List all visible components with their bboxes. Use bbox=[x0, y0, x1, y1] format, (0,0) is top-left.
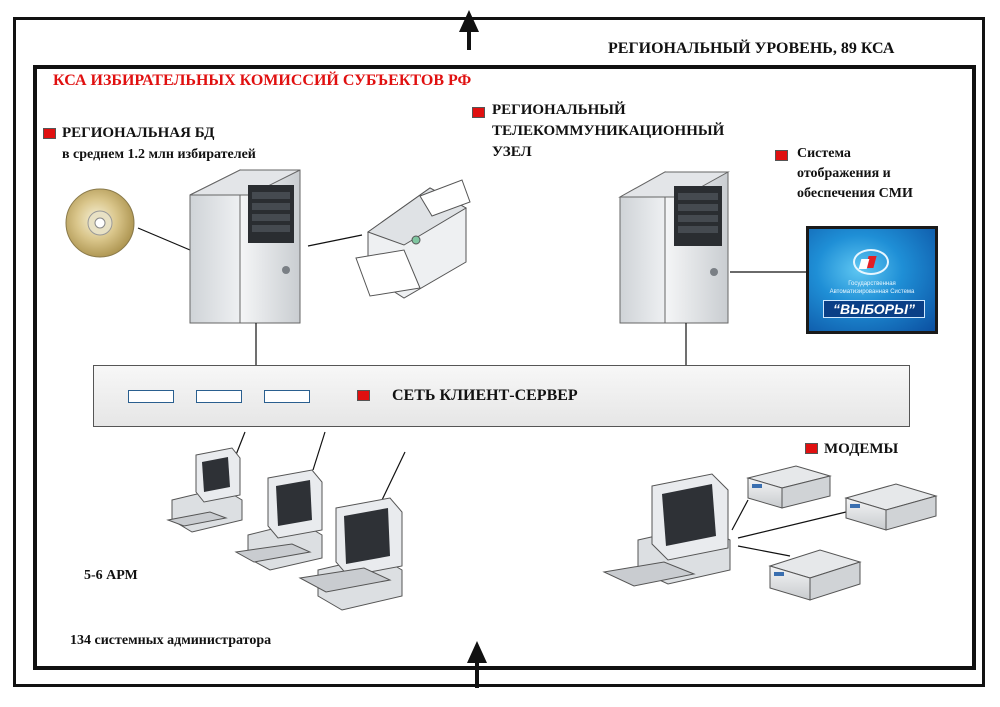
network-port-slot bbox=[196, 390, 242, 403]
workstation-link-2 bbox=[312, 431, 326, 471]
regional-db-title: РЕГИОНАЛЬНАЯ БД bbox=[62, 125, 215, 141]
up-arrow-icon-top bbox=[459, 10, 479, 50]
regional-db-subtitle: в среднем 1.2 млн избирателей bbox=[62, 147, 256, 162]
modem-icon-3 bbox=[768, 549, 862, 601]
cd-disc-icon bbox=[65, 188, 135, 258]
printer-link-line bbox=[307, 234, 363, 247]
cd-link-line bbox=[137, 227, 191, 251]
modem-icon-2 bbox=[844, 483, 938, 531]
modem-link-2 bbox=[737, 511, 847, 539]
desktop-computer-icon-1 bbox=[166, 447, 243, 533]
telecom-marker bbox=[472, 107, 485, 118]
telecom-line3: УЗЕЛ bbox=[492, 144, 532, 160]
desktop-computer-icon-2 bbox=[234, 469, 323, 571]
network-marker bbox=[357, 390, 370, 401]
network-port-slot bbox=[264, 390, 310, 403]
modems-marker bbox=[805, 443, 818, 454]
server-tower-icon-left bbox=[189, 169, 301, 324]
admins-label: 134 системных администратора bbox=[70, 633, 272, 648]
ksa-title: КСА ИЗБИРАТЕЛЬНЫХ КОМИССИЙ СУБЪЕКТОВ РФ bbox=[53, 72, 472, 89]
regional-db-marker bbox=[43, 128, 56, 139]
vybory-emblem-icon bbox=[853, 249, 889, 275]
desktop-computer-icon-modem bbox=[602, 473, 731, 587]
regional-level-label: РЕГИОНАЛЬНЫЙ УРОВЕНЬ, 89 КСА bbox=[608, 40, 895, 57]
media-line1: Система bbox=[797, 146, 851, 161]
server-tower-icon-right bbox=[618, 171, 730, 324]
up-arrow-icon-bottom bbox=[467, 641, 487, 688]
vybory-subtitle-2: Автоматизированная Система bbox=[829, 289, 915, 295]
telecom-line1: РЕГИОНАЛЬНЫЙ bbox=[492, 102, 626, 118]
modem-icon-1 bbox=[746, 465, 832, 509]
network-port-slot bbox=[128, 390, 174, 403]
modem-link-3 bbox=[737, 545, 791, 557]
inner-frame bbox=[33, 65, 976, 670]
media-line3: обеспечения СМИ bbox=[797, 186, 913, 201]
media-line2: отображения и bbox=[797, 166, 891, 181]
telecom-line2: ТЕЛЕКОММУНИКАЦИОННЫЙ bbox=[492, 123, 725, 139]
network-label: СЕТЬ КЛИЕНТ-СЕРВЕР bbox=[392, 387, 578, 404]
desktop-computer-icon-3 bbox=[298, 497, 403, 611]
media-marker bbox=[775, 150, 788, 161]
modems-label: МОДЕМЫ bbox=[824, 441, 899, 457]
printer-icon bbox=[355, 179, 471, 299]
vybory-logo-panel: Государственная Автоматизированная Систе… bbox=[806, 226, 938, 334]
vybory-subtitle-1: Государственная bbox=[848, 281, 896, 287]
workstation-link-3 bbox=[381, 451, 406, 501]
outer-frame bbox=[13, 17, 985, 687]
workstation-count-label: 5-6 АРМ bbox=[84, 568, 138, 583]
modem-link-1 bbox=[731, 499, 749, 531]
vybory-title: “ВЫБОРЫ” bbox=[823, 300, 925, 318]
